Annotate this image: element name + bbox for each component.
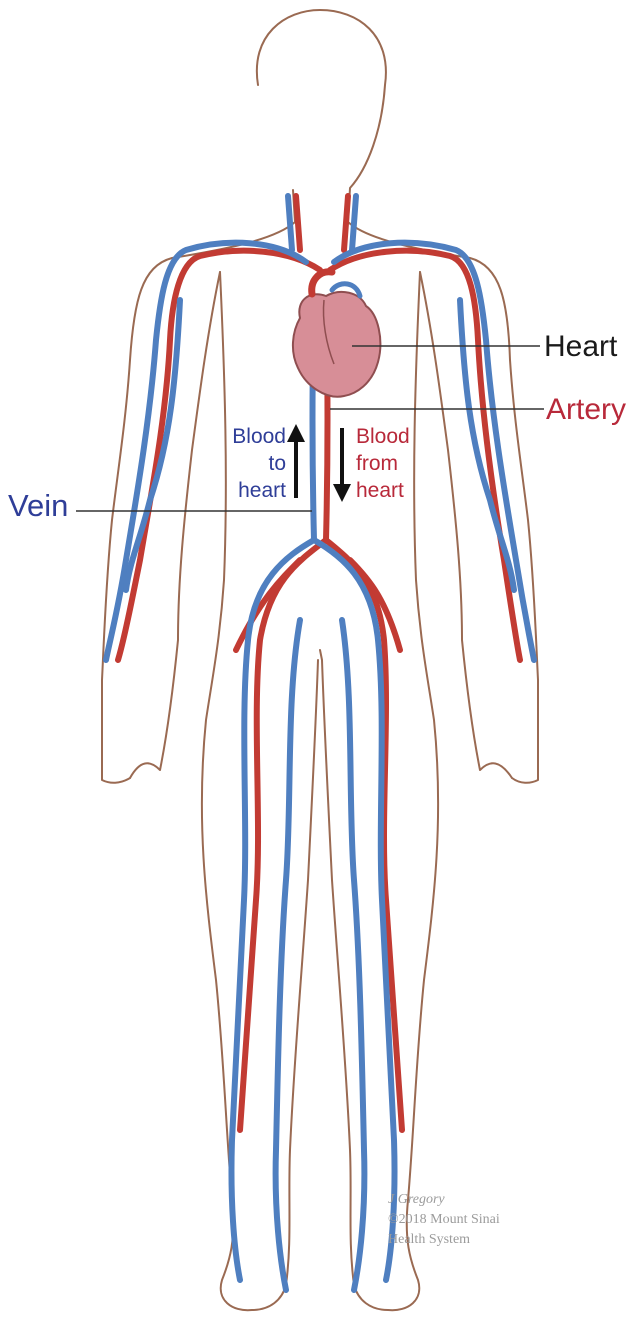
credit-author: J Gregory	[388, 1190, 500, 1210]
artery-label: Artery	[546, 393, 626, 427]
vein-label: Vein	[8, 488, 68, 524]
artery-left-leg	[240, 540, 326, 1130]
vein-neck-left	[288, 196, 292, 250]
blood-to-heart-label: Blood to heart	[210, 423, 286, 504]
credit-copyright: ©2018 Mount Sinai	[388, 1210, 500, 1230]
blood-from-heart-label: Blood from heart	[356, 423, 410, 504]
heart-label: Heart	[544, 330, 617, 364]
body-outline	[102, 10, 538, 1310]
vein-left-leg-inner	[276, 620, 300, 1290]
vein-neck-right	[352, 196, 356, 250]
up-arrow-icon	[287, 424, 305, 498]
vein-right-leg-inner	[342, 620, 364, 1290]
heart-organ	[293, 272, 380, 397]
illustration-credit: J Gregory ©2018 Mount Sinai Health Syste…	[388, 1190, 500, 1250]
head-outline	[257, 10, 538, 783]
artery-neck-right	[344, 196, 348, 250]
credit-org: Health System	[388, 1230, 500, 1250]
artery-neck-left	[296, 196, 300, 250]
down-arrow-icon	[333, 428, 351, 502]
